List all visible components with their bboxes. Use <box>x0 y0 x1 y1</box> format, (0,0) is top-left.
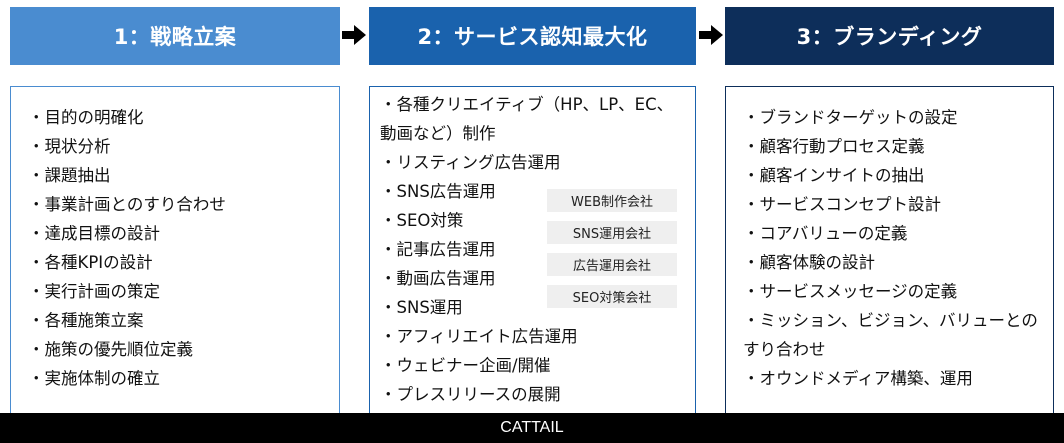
company-tag-seo: SEO対策会社 <box>547 285 677 308</box>
company-tag-ads: 広告運用会社 <box>547 253 677 276</box>
arrow-shape <box>342 25 366 45</box>
list-item: ・ウェビナー企画/開催 <box>380 356 551 375</box>
stage-1-title: 1：戦略立案 <box>113 25 237 49</box>
company-tag-sns: SNS運用会社 <box>547 221 677 244</box>
stage-3-title: 3：ブランディング <box>796 25 983 49</box>
list-item: ・記事広告運用 <box>380 240 496 259</box>
list-item: ・事業計画とのすり合わせ <box>28 195 226 214</box>
arrow-right-icon <box>699 25 723 45</box>
stage-2-list: ・各種クリエイティブ（HP、LP、EC、動画など）制作 ・リスティング広告運用 … <box>380 90 685 409</box>
stage-1-header: 1：戦略立案 <box>10 7 340 65</box>
stage-3-list: ・ブランドターゲットの設定 ・顧客行動プロセス定義 ・顧客インサイトの抽出 ・サ… <box>743 103 1045 393</box>
list-item: ・課題抽出 <box>28 166 111 185</box>
arrow-shape <box>699 25 723 45</box>
stage-1-panel: ・目的の明確化 ・現状分析 ・課題抽出 ・事業計画とのすり合わせ ・達成目標の設… <box>10 86 340 416</box>
company-tag-web: WEB制作会社 <box>547 189 677 212</box>
list-item: ・ブランドターゲットの設定 <box>743 108 958 127</box>
stage-2-title: 2：サービス認知最大化 <box>417 25 648 49</box>
list-item: ・各種KPIの設計 <box>28 253 153 272</box>
arrow-right-icon <box>342 25 366 45</box>
list-item: ・顧客インサイトの抽出 <box>743 166 925 185</box>
list-item: ・現状分析 <box>28 137 111 156</box>
footer-bar: CATTAIL <box>0 413 1064 443</box>
list-item: ・リスティング広告運用 <box>380 153 561 172</box>
list-item: ・ミッション、ビジョン、バリューとのすり合わせ <box>743 311 1038 359</box>
list-item: ・アフィリエイト広告運用 <box>380 327 578 346</box>
stage-2-panel: ・各種クリエイティブ（HP、LP、EC、動画など）制作 ・リスティング広告運用 … <box>369 86 696 416</box>
stage-3-header: 3：ブランディング <box>725 7 1054 65</box>
list-item: ・SEO対策 <box>380 211 464 230</box>
list-item: ・顧客体験の設計 <box>743 253 875 272</box>
list-item: ・サービスメッセージの定義 <box>743 282 958 301</box>
list-item: ・各種クリエイティブ（HP、LP、EC、動画など）制作 <box>380 95 674 143</box>
stage-1-list: ・目的の明確化 ・現状分析 ・課題抽出 ・事業計画とのすり合わせ ・達成目標の設… <box>28 103 226 393</box>
list-item: ・顧客行動プロセス定義 <box>743 137 925 156</box>
list-item: ・動画広告運用 <box>380 269 496 288</box>
list-item: ・達成目標の設計 <box>28 224 160 243</box>
list-item: ・SNS運用 <box>380 298 463 317</box>
list-item: ・施策の優先順位定義 <box>28 340 193 359</box>
list-item: ・プレスリリースの展開 <box>380 385 561 404</box>
list-item: ・コアバリューの定義 <box>743 224 908 243</box>
list-item: ・各種施策立案 <box>28 311 144 330</box>
footer-brand: CATTAIL <box>500 419 564 436</box>
stage-3-panel: ・ブランドターゲットの設定 ・顧客行動プロセス定義 ・顧客インサイトの抽出 ・サ… <box>725 86 1054 416</box>
list-item: ・オウンドメディア構築、運用 <box>743 369 973 388</box>
list-item: ・実施体制の確立 <box>28 369 160 388</box>
stage-2-header: 2：サービス認知最大化 <box>369 7 696 65</box>
list-item: ・目的の明確化 <box>28 108 144 127</box>
list-item: ・SNS広告運用 <box>380 182 496 201</box>
list-item: ・実行計画の策定 <box>28 282 160 301</box>
list-item: ・サービスコンセプト設計 <box>743 195 941 214</box>
